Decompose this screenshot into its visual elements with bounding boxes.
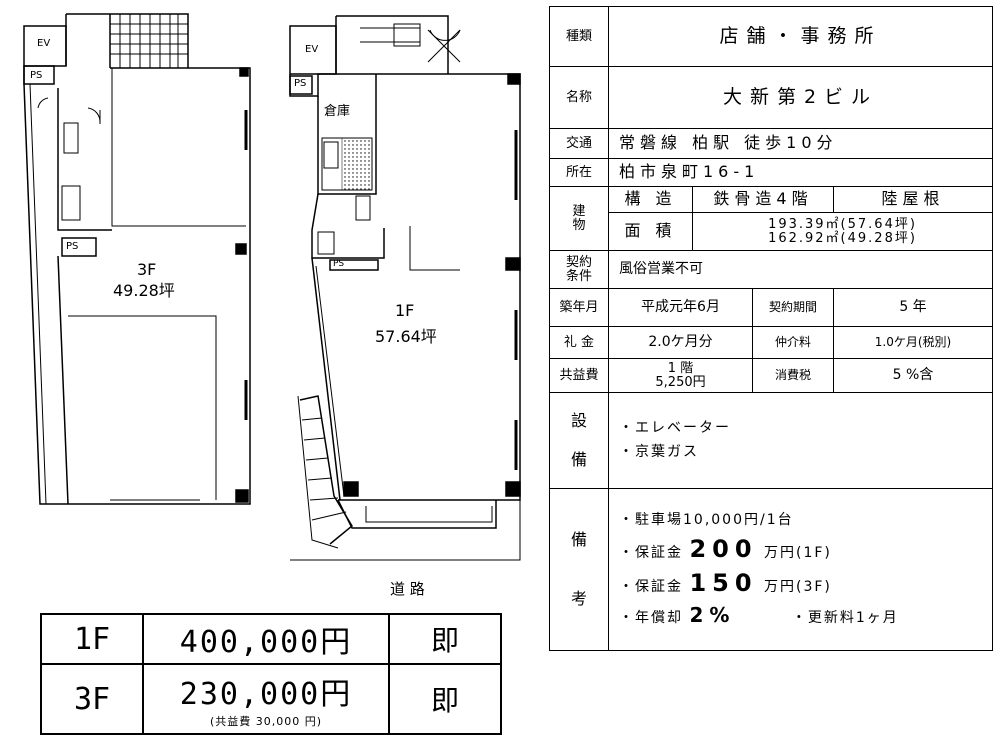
pipe-shaft-label-1f: PS	[294, 78, 307, 89]
agent-fee-label: 仲介料	[752, 326, 834, 359]
agent-fee-value: 1.0ケ月(税別)	[833, 326, 993, 359]
floor-1-plan	[289, 15, 521, 561]
structure-value: 鉄骨造4階	[692, 186, 834, 213]
pipe-shaft-label-3f-inner: PS	[66, 241, 79, 252]
floor-1-label: 1F	[395, 301, 415, 320]
key-money-label: 礼 金	[549, 326, 609, 359]
floor-plan-drawing	[23, 13, 521, 561]
contract-label: 契約条件	[549, 250, 609, 289]
price-row: 1F 400,000円 即	[40, 613, 502, 665]
address-value: 柏市泉町16-1	[608, 158, 993, 187]
term-value: 5 年	[833, 288, 993, 327]
address-label: 所在	[549, 158, 609, 187]
storage-room-label: 倉庫	[324, 104, 351, 119]
remark-deposit-3f: ・保証金 150 万円(3F)	[619, 568, 832, 597]
area-label: 面 積	[608, 212, 693, 251]
building-label: 建物	[549, 186, 609, 251]
roof-value: 陸屋根	[833, 186, 993, 213]
name-value: 大新第2ビル	[608, 66, 993, 129]
floor-3-plan	[23, 13, 251, 505]
built-value: 平成元年6月	[608, 288, 753, 327]
area-value: 193.39㎡(57.64坪)162.92㎡(49.28坪)	[692, 212, 993, 251]
facilities-list: ・エレベーター ・京葉ガス	[608, 392, 993, 489]
built-label: 築年月	[549, 288, 609, 327]
remark-depreciation-renewal: ・年償却 2% ・更新料1ヶ月	[619, 603, 899, 628]
remarks-list: ・駐車場10,000円/1台 ・保証金 200 万円(1F) ・保証金 150 …	[608, 488, 993, 651]
term-label: 契約期間	[752, 288, 834, 327]
price-amount: 230,000円	[179, 677, 353, 712]
structure-label: 構 造	[608, 186, 693, 213]
name-label: 名称	[549, 66, 609, 129]
floor-1-area: 57.64坪	[375, 327, 437, 346]
facility-gas: ・京葉ガス	[619, 444, 699, 460]
price-floor: 3F	[40, 663, 144, 735]
rent-price-table: 1F 400,000円 即 3F 230,000円 (共益費 30,000 円)…	[40, 613, 502, 735]
traffic-value: 常磐線 柏駅 徒歩10分	[608, 128, 993, 159]
price-amount: 400,000円	[142, 613, 390, 665]
facility-elevator: ・エレベーター	[619, 420, 731, 437]
facilities-label: 設備	[549, 392, 609, 489]
type-label: 種類	[549, 6, 609, 67]
contract-value: 風俗営業不可	[608, 250, 993, 289]
key-money-value: 2.0ケ月分	[608, 326, 753, 359]
traffic-label: 交通	[549, 128, 609, 159]
elevator-label-3f: EV	[37, 38, 51, 49]
pipe-shaft-label-1f-inner: PS	[333, 259, 345, 269]
elevator-label-1f: EV	[305, 44, 319, 55]
price-status: 即	[388, 663, 502, 735]
price-floor: 1F	[40, 613, 144, 665]
road-label: 道 路	[390, 580, 425, 598]
tax-value: 5 %含	[833, 358, 993, 393]
common-fee-label: 共益費	[549, 358, 609, 393]
remark-parking: ・駐車場10,000円/1台	[619, 511, 794, 528]
tax-label: 消費税	[752, 358, 834, 393]
price-amount-cell: 230,000円 (共益費 30,000 円)	[142, 663, 390, 735]
price-common-fee-note: (共益費 30,000 円)	[209, 715, 323, 728]
pipe-shaft-label-3f: PS	[30, 70, 43, 81]
floor-3-area: 49.28坪	[113, 281, 175, 300]
remark-deposit-1f: ・保証金 200 万円(1F)	[619, 534, 832, 563]
floor-3-label: 3F	[137, 260, 157, 279]
price-row: 3F 230,000円 (共益費 30,000 円) 即	[40, 663, 502, 735]
price-status: 即	[388, 613, 502, 665]
property-spec-table: 種類 店舗・事務所 名称 大新第2ビル 交通 常磐線 柏駅 徒歩10分 所在 柏…	[549, 6, 993, 651]
type-value: 店舗・事務所	[608, 6, 993, 67]
remarks-label: 備考	[549, 488, 609, 651]
